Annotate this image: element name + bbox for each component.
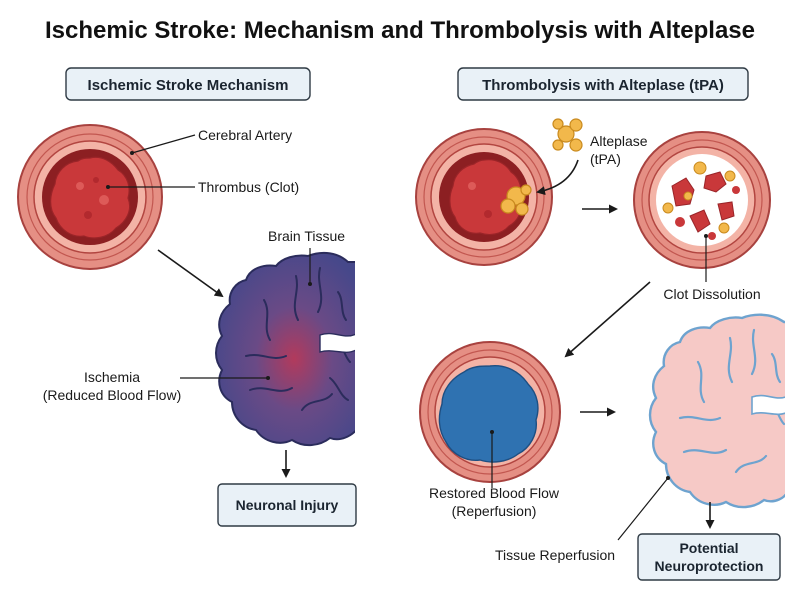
cerebral-artery-with-clot <box>17 124 163 270</box>
ischemic-brain-tissue <box>215 251 355 446</box>
label-reduced-blood-flow: (Reduced Blood Flow) <box>43 387 182 403</box>
label-alteplase: Alteplase <box>590 133 648 149</box>
left-header: Ischemic Stroke Mechanism <box>88 77 289 94</box>
label-ischemia: Ischemia <box>84 369 140 385</box>
right-header-box <box>457 67 749 101</box>
artery-restored-flow <box>419 341 561 483</box>
arrow-alteplase-to-clot <box>536 159 579 196</box>
right-panel: Thrombolysis with Alteplase (tPA) <box>415 67 785 581</box>
neuroprotection-label-line1: Potential <box>679 540 738 556</box>
label-reperfusion: (Reperfusion) <box>452 503 537 519</box>
label-clot-dissolution: Clot Dissolution <box>663 286 760 302</box>
label-brain-tissue: Brain Tissue <box>268 228 345 244</box>
alteplase-bound-molecule <box>500 184 532 216</box>
reperfused-brain-tissue <box>648 313 785 509</box>
artery-clot-with-alteplase <box>415 128 553 266</box>
left-header-box <box>65 67 311 101</box>
label-thrombus: Thrombus (Clot) <box>198 179 299 195</box>
arrow-artery-to-brain <box>157 249 224 298</box>
diagram-title: Ischemic Stroke: Mechanism and Thromboly… <box>45 17 755 44</box>
right-header: Thrombolysis with Alteplase (tPA) <box>482 77 724 94</box>
left-panel: Ischemic Stroke Mechanism Cerebral Arter… <box>17 67 357 527</box>
label-cerebral-artery: Cerebral Artery <box>198 127 292 143</box>
label-tissue-reperfusion: Tissue Reperfusion <box>495 547 615 563</box>
label-tpa: (tPA) <box>590 151 621 167</box>
blood-flow-lumen <box>438 365 539 463</box>
neuroprotection-box <box>637 533 781 581</box>
thrombus-clot <box>50 156 131 239</box>
artery-clot-dissolution <box>633 131 771 269</box>
alteplase-molecule-icon <box>552 118 583 152</box>
arrow-to-restored-flow <box>564 281 651 358</box>
neuroprotection-label-line2: Neuroprotection <box>655 558 764 574</box>
label-restored-blood-flow: Restored Blood Flow <box>429 485 560 501</box>
neuronal-injury-box <box>217 483 357 527</box>
neuronal-injury-label: Neuronal Injury <box>236 497 339 513</box>
